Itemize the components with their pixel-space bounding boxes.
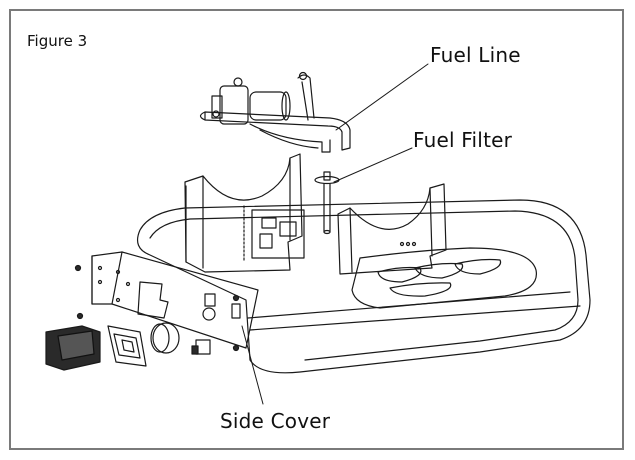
- fuel-line-callout: Fuel Line: [430, 43, 521, 67]
- control-knob: [150, 322, 180, 354]
- right-cradle-bracket: [337, 183, 447, 275]
- fuel-filter-callout: Fuel Filter: [413, 128, 513, 152]
- figure-label: Figure 3: [27, 32, 88, 50]
- base-tank: [137, 199, 591, 374]
- square-bezel: [107, 325, 147, 367]
- figure-frame: [9, 9, 624, 450]
- leader-lines: [241, 63, 429, 405]
- switch-part: [191, 339, 211, 355]
- control-board: [243, 205, 305, 261]
- side-cover-panel: [91, 251, 259, 349]
- side-cover-callout: Side Cover: [220, 409, 331, 433]
- thermostat-box: [45, 325, 101, 371]
- screws: [74, 264, 240, 352]
- fuel-line-assembly: [199, 71, 351, 153]
- left-cradle-bracket: [184, 153, 303, 273]
